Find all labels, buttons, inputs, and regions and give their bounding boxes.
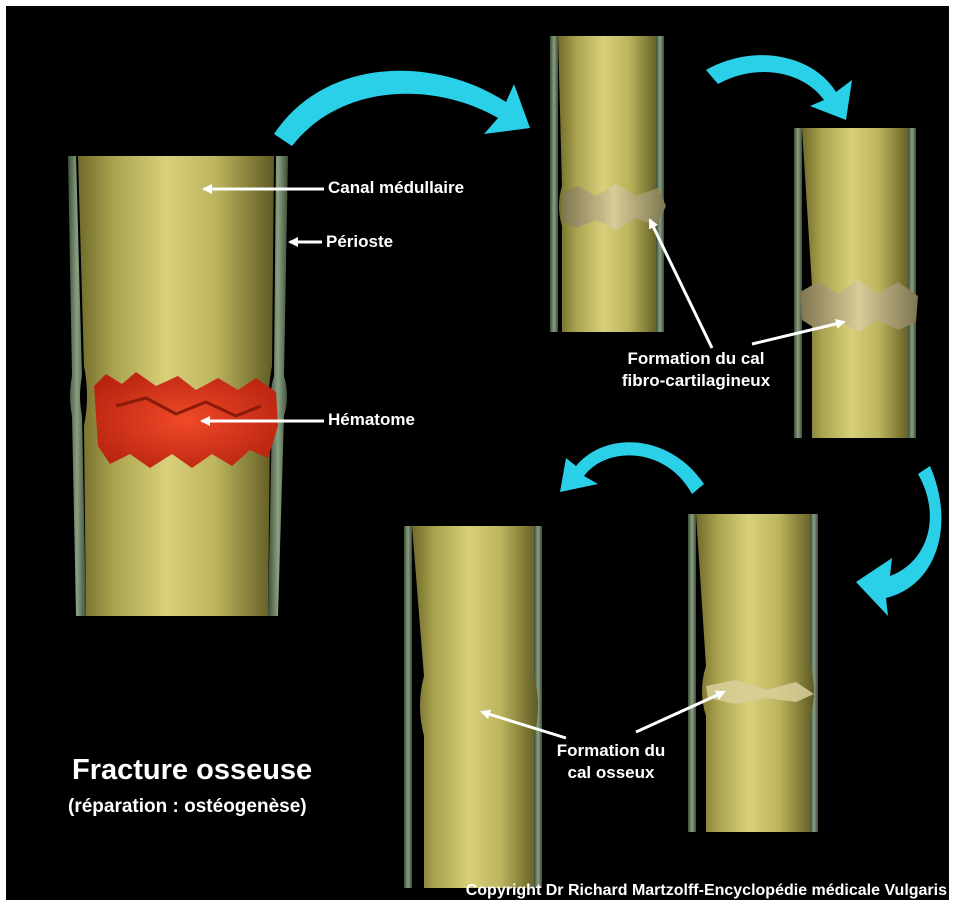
bone-shaft [558, 36, 659, 332]
label-fibro-callus-line1: Formation du cal [591, 348, 801, 370]
periosteum-left [404, 526, 412, 888]
stage-remodeled [404, 526, 542, 888]
periosteum-left [688, 514, 696, 832]
periosteum-right [908, 128, 916, 438]
label-fibro-callus-line2: fibro-cartilagineux [591, 370, 801, 392]
callus [800, 280, 918, 332]
bone-shaft [696, 514, 814, 832]
periosteum-left [550, 36, 558, 332]
label-fibro-callus: Formation du cal fibro-cartilagineux [591, 348, 801, 392]
arrow-stage3-to-4 [856, 466, 941, 616]
stage-bony-callus [688, 514, 818, 832]
label-periosteum: Périoste [326, 232, 393, 252]
copyright-notice: Copyright Dr Richard Martzolff-Encyclopé… [466, 882, 947, 900]
arrow-stage1-to-2 [274, 71, 530, 146]
label-bony-callus-line2: cal osseux [536, 762, 686, 784]
label-bony-callus: Formation du cal osseux [536, 740, 686, 784]
arrow-stage4-to-5 [560, 442, 704, 494]
label-canal-medullaire: Canal médullaire [328, 178, 464, 198]
diagram-frame: Canal médullaire Périoste Hématome Forma… [6, 6, 949, 900]
diagram-subtitle: (réparation : ostéogenèse) [68, 796, 307, 818]
stage-fibro-early [550, 36, 666, 332]
bone-shaft [412, 526, 538, 888]
periosteum-right [656, 36, 664, 332]
stage-fibro-late [794, 128, 918, 438]
label-bony-callus-line1: Formation du [536, 740, 686, 762]
arrow-stage2-to-3 [706, 55, 852, 120]
diagram-title: Fracture osseuse [72, 754, 312, 787]
label-hematoma: Hématome [328, 410, 415, 430]
stage-hematoma-bone [68, 156, 288, 616]
